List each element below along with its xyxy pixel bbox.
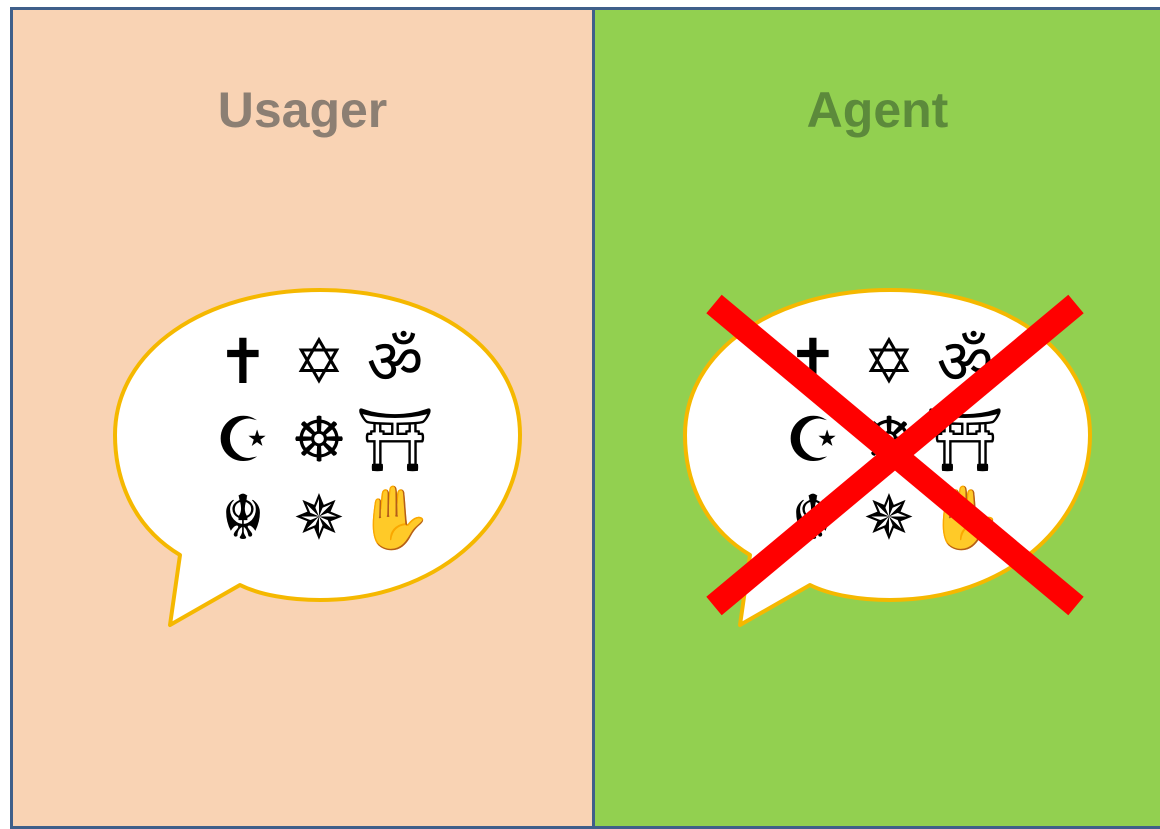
religious-symbols-grid: ✝ ✡ ॐ ☪ ☸⛩ ☬ ✵✋ — [205, 323, 435, 557]
usager-speech-bubble: ✝ ✡ ॐ ☪ ☸⛩ ☬ ✵✋ — [110, 285, 530, 635]
om-icon: ॐ — [366, 325, 424, 398]
star-and-crescent-icon: ☪ — [785, 403, 841, 476]
jain-hand-icon: ✋ — [356, 481, 434, 554]
speech-bubble-icon — [113, 288, 522, 627]
star-of-david-icon: ✡ — [863, 325, 915, 398]
dharma-wheel-icon: ☸ — [291, 403, 347, 476]
usager-title: Usager — [217, 82, 388, 138]
torii-icon: ⛩ — [355, 403, 435, 476]
nine-pointed-star-icon: ✵ — [863, 481, 915, 554]
christian-cross-icon: ✝ — [217, 325, 269, 398]
khanda-icon: ☬ — [220, 481, 266, 554]
religious-symbols-grid: ✝✡ॐ☪☸⛩☬✵✋ — [775, 323, 1004, 557]
star-and-crescent-icon: ☪ — [215, 403, 271, 476]
red-cross-icon — [706, 294, 1084, 616]
nine-pointed-star-icon: ✵ — [293, 481, 345, 554]
agent-title: Agent — [806, 82, 949, 138]
star-of-david-icon: ✡ — [293, 325, 345, 398]
